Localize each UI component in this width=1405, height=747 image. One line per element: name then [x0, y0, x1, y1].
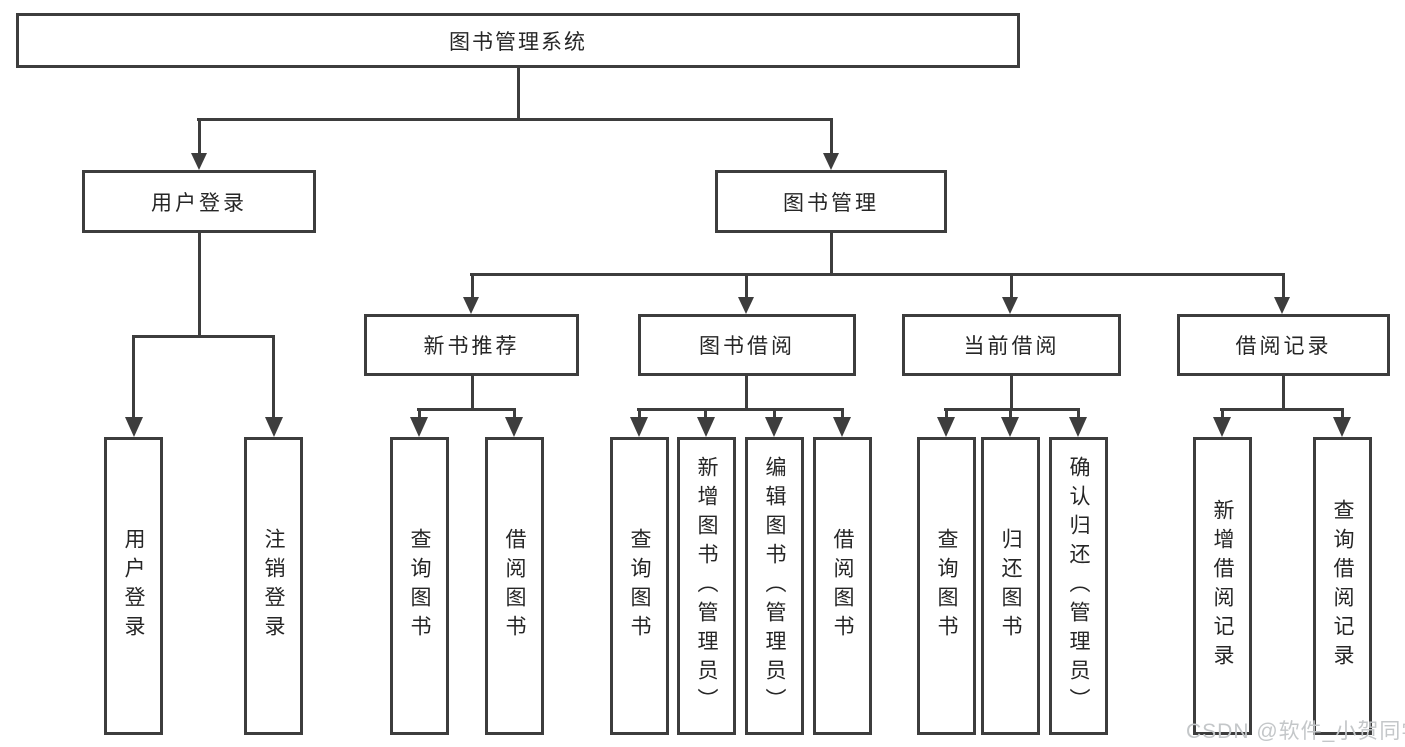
leaf-query-record-node: 查询借阅记录	[1313, 437, 1372, 735]
connector-line	[637, 408, 843, 411]
leaf-label: 用户登录	[122, 528, 145, 644]
arrow-down-icon	[410, 417, 428, 437]
connector-line	[944, 408, 1080, 411]
current-borrow-node: 当前借阅	[902, 314, 1121, 376]
connector-line	[470, 273, 1285, 276]
connector-line	[704, 408, 707, 420]
connector-line	[517, 68, 520, 118]
arrow-down-icon	[1002, 297, 1018, 314]
leaf-borrow-book-2-node: 借阅图书	[813, 437, 872, 735]
arrow-down-icon	[1274, 297, 1290, 314]
connector-line	[272, 335, 275, 419]
connector-line	[1220, 408, 1344, 411]
arrow-down-icon	[505, 417, 523, 437]
connector-line	[471, 376, 474, 408]
leaf-label: 注销登录	[262, 528, 285, 644]
connector-line	[513, 408, 516, 420]
leaf-label: 查询图书	[935, 528, 958, 644]
connector-line	[945, 408, 948, 420]
leaf-add-book-node: 新增图书（管理员）	[677, 437, 736, 735]
leaf-label: 借阅图书	[503, 528, 526, 644]
leaf-label: 新增借阅记录	[1211, 499, 1234, 673]
leaf-borrow-book-1-node: 借阅图书	[485, 437, 544, 735]
arrow-down-icon	[191, 153, 207, 170]
leaf-query-book-1-node: 查询图书	[390, 437, 449, 735]
new-book-node: 新书推荐	[364, 314, 579, 376]
connector-line	[471, 273, 474, 300]
leaf-label: 查询图书	[628, 528, 651, 644]
arrow-down-icon	[1333, 417, 1351, 437]
leaf-query-book-2-node: 查询图书	[610, 437, 669, 735]
arrow-down-icon	[1001, 417, 1019, 437]
connector-line	[197, 118, 833, 121]
leaf-user-login-node: 用户登录	[104, 437, 163, 735]
user-login-node: 用户登录	[82, 170, 316, 233]
arrow-down-icon	[125, 417, 143, 437]
leaf-edit-book-node: 编辑图书（管理员）	[745, 437, 804, 735]
leaf-label: 借阅图书	[831, 528, 854, 644]
leaf-label: 新增图书（管理员）	[695, 455, 718, 717]
connector-line	[638, 408, 641, 420]
arrow-down-icon	[463, 297, 479, 314]
leaf-label: 编辑图书（管理员）	[763, 455, 786, 717]
arrow-down-icon	[1069, 417, 1087, 437]
arrow-down-icon	[265, 417, 283, 437]
leaf-label: 确认归还（管理员）	[1067, 455, 1090, 717]
watermark: CSDN @软件_小贺同学	[1186, 720, 1405, 743]
arrow-down-icon	[765, 417, 783, 437]
leaf-query-book-3-node: 查询图书	[917, 437, 976, 735]
borrow-records-node: 借阅记录	[1177, 314, 1390, 376]
connector-line	[841, 408, 844, 420]
arrow-down-icon	[630, 417, 648, 437]
leaf-add-record-node: 新增借阅记录	[1193, 437, 1252, 735]
arrow-down-icon	[823, 153, 839, 170]
leaf-label: 查询借阅记录	[1331, 499, 1354, 673]
connector-line	[830, 233, 833, 273]
book-mgmt-node: 图书管理	[715, 170, 947, 233]
connector-line	[1282, 273, 1285, 300]
connector-line	[1010, 376, 1013, 408]
connector-line	[132, 335, 135, 419]
leaf-label: 查询图书	[408, 528, 431, 644]
connector-line	[773, 408, 776, 420]
leaf-confirm-return-node: 确认归还（管理员）	[1049, 437, 1108, 735]
connector-line	[745, 376, 748, 408]
connector-line	[1010, 273, 1013, 300]
leaf-logout-node: 注销登录	[244, 437, 303, 735]
arrow-down-icon	[833, 417, 851, 437]
connector-line	[418, 408, 421, 420]
connector-line	[198, 233, 201, 335]
connector-line	[417, 408, 516, 411]
arrow-down-icon	[738, 297, 754, 314]
root-node: 图书管理系统	[16, 13, 1020, 68]
connector-line	[1077, 408, 1080, 420]
arrow-down-icon	[697, 417, 715, 437]
connector-line	[830, 118, 833, 155]
arrow-down-icon	[1213, 417, 1231, 437]
connector-line	[1282, 376, 1285, 408]
book-borrow-node: 图书借阅	[638, 314, 856, 376]
arrow-down-icon	[937, 417, 955, 437]
connector-line	[745, 273, 748, 300]
leaf-label: 归还图书	[999, 528, 1022, 644]
connector-line	[198, 118, 201, 155]
connector-line	[132, 335, 275, 338]
connector-line	[1009, 408, 1012, 420]
connector-line	[1221, 408, 1224, 420]
leaf-return-book-node: 归还图书	[981, 437, 1040, 735]
connector-line	[1341, 408, 1344, 420]
